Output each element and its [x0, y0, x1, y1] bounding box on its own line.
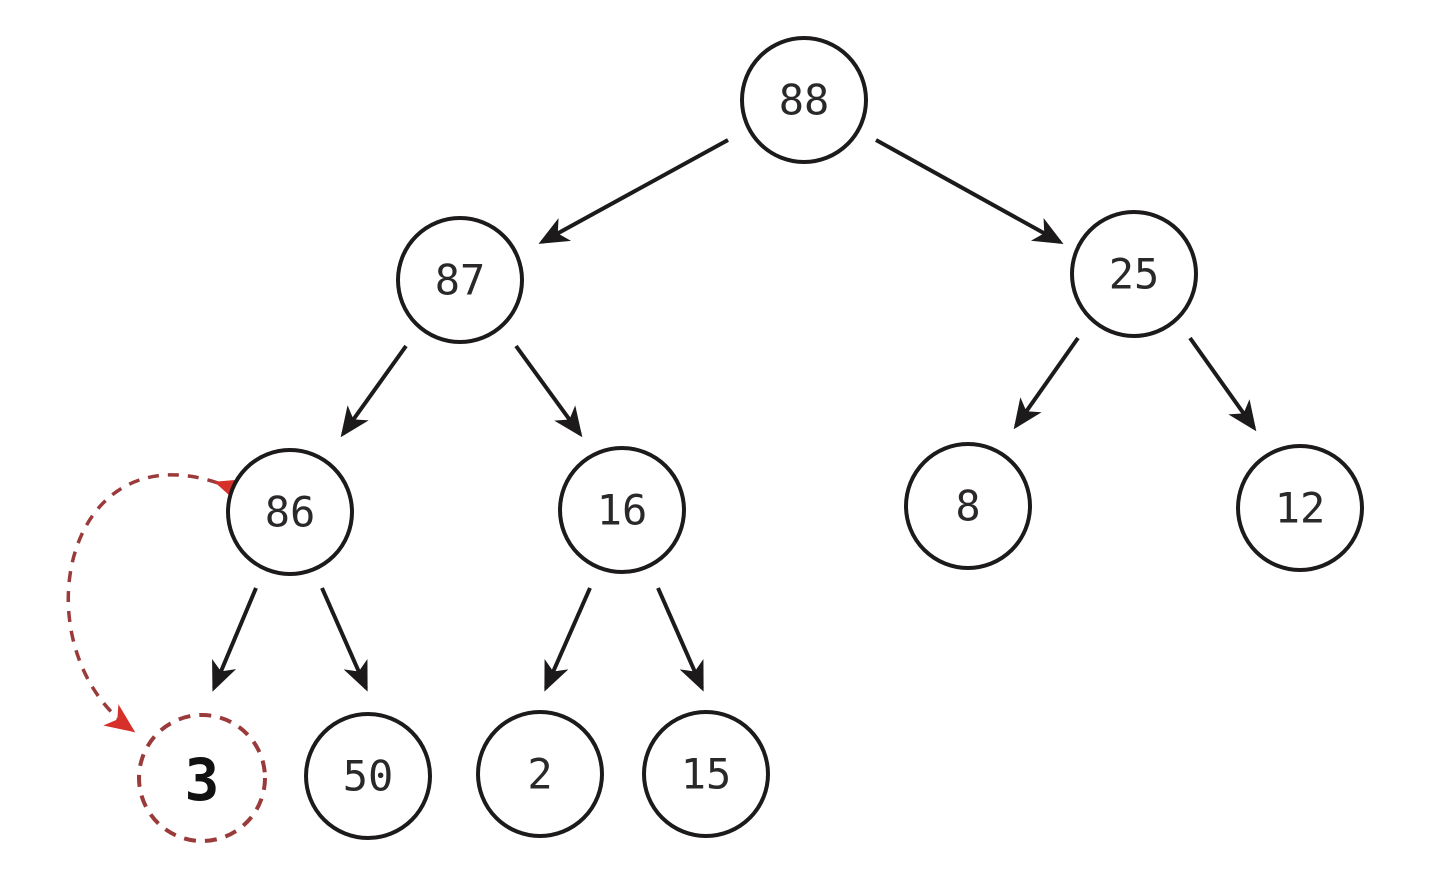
edge-87-16: [514, 344, 583, 438]
swap-indicator: [66, 473, 247, 733]
tree-node: 50: [304, 712, 432, 840]
edge-88-87: [538, 138, 729, 244]
node-label: 16: [597, 486, 648, 535]
edge-25-8: [1013, 336, 1080, 430]
node-label: 2: [527, 750, 552, 799]
edge-group: [212, 138, 1257, 692]
edge-86-3: [212, 587, 258, 692]
node-label: 15: [681, 750, 732, 799]
tree-node: 16: [558, 446, 686, 574]
node-label: 8: [955, 482, 980, 531]
edge-25-12: [1188, 336, 1257, 432]
tree-node-highlighted: 3: [137, 713, 267, 843]
node-label: 88: [779, 76, 830, 125]
node-label: 87: [435, 256, 486, 305]
tree-node: 8: [904, 442, 1032, 570]
edge-87-86: [340, 344, 408, 438]
tree-node: 87: [396, 216, 524, 344]
tree-node: 25: [1070, 210, 1198, 338]
edge-88-25: [875, 138, 1064, 244]
edge-86-50: [320, 587, 368, 692]
edge-16-15: [656, 587, 704, 692]
node-label: 50: [343, 752, 394, 801]
node-label: 86: [265, 488, 316, 537]
swap-arc: [66, 473, 247, 733]
node-label-highlighted: 3: [185, 746, 220, 814]
tree-node: 86: [226, 448, 354, 576]
tree-node: 2: [476, 710, 604, 838]
tree-node: 15: [642, 710, 770, 838]
tree-node: 88: [740, 36, 868, 164]
node-label: 25: [1109, 250, 1160, 299]
node-label: 12: [1275, 484, 1326, 533]
tree-node: 12: [1236, 444, 1364, 572]
node-group: 88 87 25 86 16 8 12 3: [137, 36, 1364, 843]
edge-16-2: [544, 587, 592, 692]
